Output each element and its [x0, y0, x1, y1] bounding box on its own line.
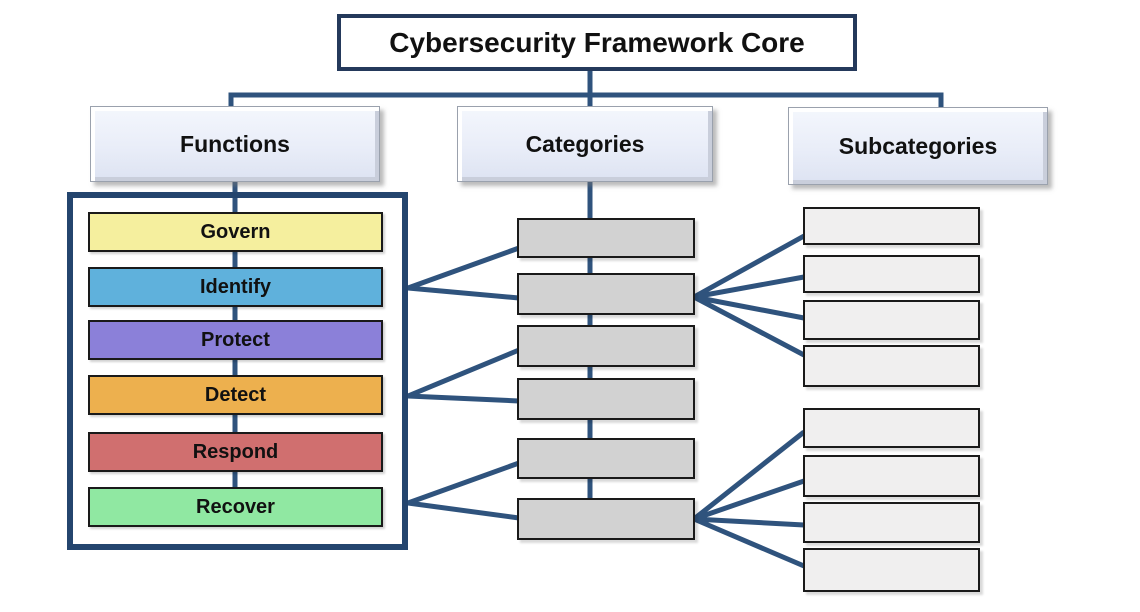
category-box: [517, 498, 695, 540]
function-label: Recover: [196, 495, 275, 518]
fan-identify-to-categories: [407, 245, 520, 301]
function-box-recover: Recover: [88, 487, 383, 527]
functions-header-label: Functions: [180, 130, 290, 157]
fan-category6-to-subcategories: [692, 430, 806, 569]
subcategories-header-label: Subcategories: [838, 132, 998, 159]
functions-header: Functions: [90, 106, 380, 182]
fan-category2-to-subcategories: [692, 233, 806, 358]
function-box-identify: Identify: [88, 267, 383, 307]
function-label: Respond: [192, 440, 279, 463]
subcategory-box: [803, 548, 980, 592]
subcategory-box: [803, 408, 980, 448]
function-label: Protect: [201, 328, 270, 351]
title-box: Cybersecurity Framework Core: [337, 14, 857, 71]
categories-header: Categories: [457, 106, 713, 182]
function-box-detect: Detect: [88, 375, 383, 415]
category-box: [517, 325, 695, 367]
function-label: Identify: [199, 275, 272, 298]
tree-connector: [228, 70, 944, 108]
function-label: Detect: [204, 383, 267, 406]
page-title: Cybersecurity Framework Core: [389, 26, 805, 58]
subcategory-box: [803, 300, 980, 340]
fan-detect-to-categories: [407, 347, 520, 404]
category-box: [517, 273, 695, 315]
subcategory-box: [803, 255, 980, 293]
function-label: Govern: [200, 220, 271, 243]
function-box-govern: Govern: [88, 212, 383, 252]
categories-header-label: Categories: [525, 130, 645, 157]
subcategory-box: [803, 502, 980, 543]
category-box: [517, 218, 695, 258]
category-box: [517, 438, 695, 479]
fan-recover-to-categories: [407, 460, 520, 521]
subcategory-box: [803, 345, 980, 387]
functions-container: [67, 192, 408, 550]
function-box-protect: Protect: [88, 320, 383, 360]
subcategory-box: [803, 207, 980, 245]
function-box-respond: Respond: [88, 432, 383, 472]
category-box: [517, 378, 695, 420]
subcategory-box: [803, 455, 980, 497]
subcategories-header: Subcategories: [788, 107, 1048, 185]
